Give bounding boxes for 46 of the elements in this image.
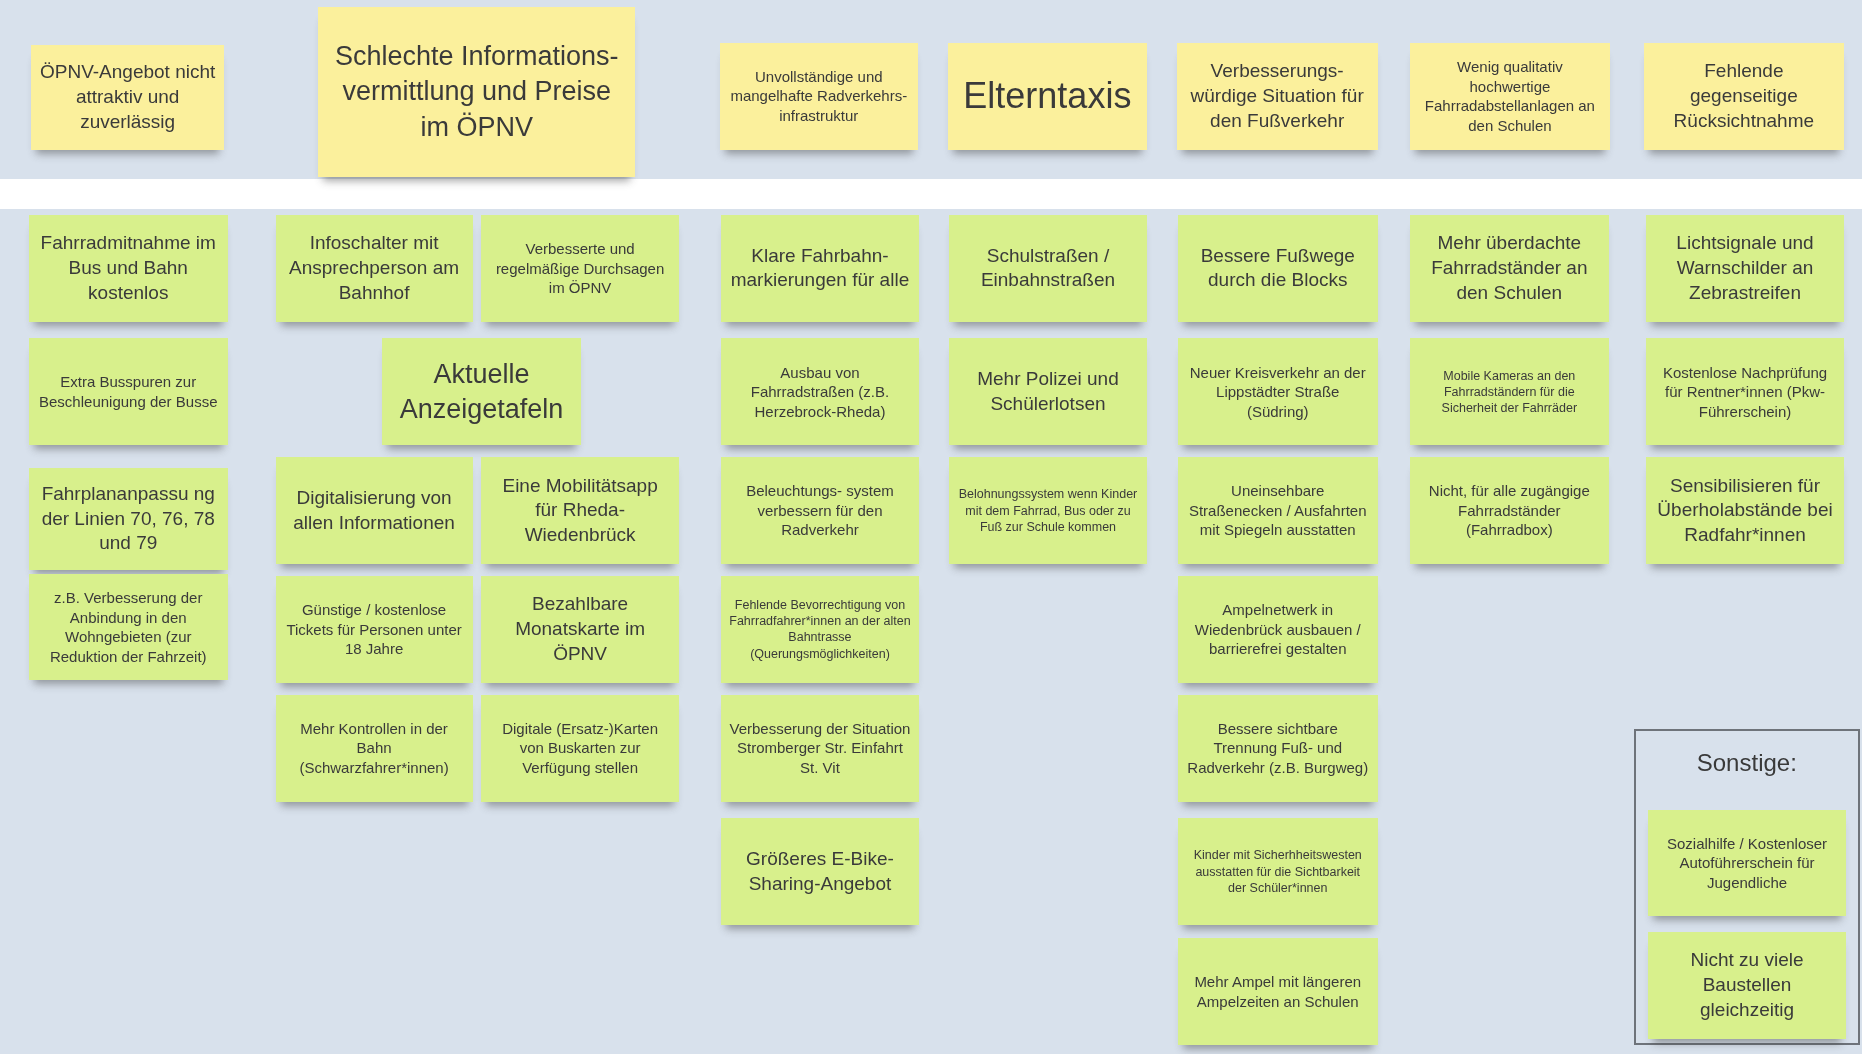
- topic-sticky-note: Verbesserungs- würdige Situation für den Fußverkehr: [1176, 42, 1378, 150]
- idea-sticky-note: Lichtsignale und Warnschilder an Zebrastreifen: [1645, 214, 1845, 322]
- idea-sticky-note: Extra Busspuren zur Beschleunigung der Busse: [28, 338, 228, 446]
- idea-sticky-note: Verbesserte und regelmäßige Durchsagen im ÖPNV: [480, 214, 680, 322]
- idea-sticky-note: Kinder mit Sicherhheitswesten ausstatten für die Sichtbarkeit der Schüler*innen: [1178, 818, 1378, 926]
- idea-sticky-note: Mehr Ampel mit längeren Ampelzeiten an Schulen: [1178, 938, 1378, 1045]
- idea-sticky-note: Aktuelle Anzeigetafeln: [382, 338, 581, 446]
- idea-sticky-note: Kostenlose Nachprüfung für Rentner*innen (Pkw-Führerschein): [1645, 338, 1845, 446]
- idea-sticky-note: Fehlende Bevorrechtigung von Fahrradfahrer*innen an der alten Bahntrasse (Querungsmöglichkeiten): [720, 575, 920, 683]
- topic-sticky-note: Schlechte Informations- vermittlung und Preise im ÖPNV: [318, 7, 636, 177]
- idea-sticky-note: Günstige / kostenlose Tickets für Personen unter 18 Jahre: [275, 575, 473, 683]
- idea-sticky-note: Mehr Kontrollen in der Bahn (Schwarzfahrer*innen): [275, 694, 473, 802]
- idea-sticky-note: z.B. Verbesserung der Anbindung in den Wohngebieten (zur Reduktion der Fahrzeit): [28, 573, 228, 681]
- idea-sticky-note: Bezahlbare Monatskarte im ÖPNV: [480, 575, 680, 683]
- idea-sticky-note: Sozialhilfe / Kostenloser Autoführerschein für Jugendliche: [1647, 809, 1847, 917]
- idea-sticky-note: Verbesserung der Situation Stromberger Str. Einfahrt St. Vit: [720, 694, 920, 802]
- topic-sticky-note: ÖPNV-Angebot nicht attraktiv und zuverlässig: [30, 45, 225, 150]
- group-frame: [1634, 729, 1860, 1045]
- topic-sticky-note: Elterntaxis: [947, 42, 1148, 150]
- idea-sticky-note: Eine Mobilitätsapp für Rheda-Wiedenbrück: [480, 457, 680, 565]
- idea-sticky-note: Beleuchtungs- system verbessern für den Radverkehr: [720, 457, 920, 565]
- idea-sticky-note: Ampelnetwerk in Wiedenbrück ausbauen / barrierefrei gestalten: [1178, 575, 1378, 683]
- idea-sticky-note: Digitalisierung von allen Informationen: [275, 457, 473, 565]
- idea-sticky-note: Mobile Kameras an den Fahrradständern für die Sicherheit der Fahrräder: [1409, 338, 1610, 446]
- idea-sticky-note: Bessere sichtbare Trennung Fuß- und Radverkehr (z.B. Burgweg): [1178, 694, 1378, 802]
- group-heading: Sonstige:: [1695, 749, 1798, 778]
- idea-sticky-note: Bessere Fußwege durch die Blocks: [1178, 214, 1378, 322]
- idea-sticky-note: Digitale (Ersatz-)Karten von Buskarten zur Verfügung stellen: [480, 694, 680, 802]
- topic-sticky-note: Wenig qualitativ hochwertige Fahrradabstellanlagen an den Schulen: [1409, 42, 1611, 150]
- idea-sticky-note: Klare Fahrbahn- markierungen für alle: [720, 214, 920, 322]
- idea-sticky-note: Schulstraßen / Einbahnstraßen: [948, 214, 1148, 322]
- idea-sticky-note: Neuer Kreisverkehr an der Lippstädter Straße (Südring): [1178, 338, 1378, 446]
- idea-sticky-note: Fahrplananpassu ng der Linien 70, 76, 78 und 79: [28, 467, 228, 570]
- idea-sticky-note: Fahrradmitnahme im Bus und Bahn kostenlos: [28, 214, 228, 322]
- idea-sticky-note: Nicht zu viele Baustellen gleichzeitig: [1647, 931, 1847, 1039]
- idea-sticky-note: Uneinsehbare Straßenecken / Ausfahrten mit Spiegeln ausstatten: [1178, 457, 1378, 565]
- idea-sticky-note: Belohnungssystem wenn Kinder mit dem Fahrrad, Bus oder zu Fuß zur Schule kommen: [948, 457, 1148, 565]
- idea-sticky-note: Mehr Polizei und Schülerlotsen: [948, 338, 1148, 446]
- idea-sticky-note: Sensibilisieren für Überholabstände bei Radfahr*innen: [1645, 457, 1845, 565]
- idea-sticky-note: Mehr überdachte Fahrradständer an den Schulen: [1409, 214, 1610, 322]
- idea-sticky-note: Größeres E-Bike- Sharing-Angebot: [720, 818, 920, 926]
- topic-sticky-note: Unvollständige und mangelhafte Radverkehrs- infrastruktur: [719, 42, 918, 150]
- idea-sticky-note: Nicht, für alle zugängige Fahrradständer (Fahrradbox): [1409, 457, 1610, 565]
- idea-sticky-note: Infoschalter mit Ansprechperson am Bahnhof: [275, 214, 473, 322]
- topic-sticky-note: Fehlende gegenseitige Rücksichtnahme: [1643, 42, 1845, 150]
- idea-sticky-note: Ausbau von Fahrradstraßen (z.B. Herzebrock-Rheda): [720, 338, 920, 446]
